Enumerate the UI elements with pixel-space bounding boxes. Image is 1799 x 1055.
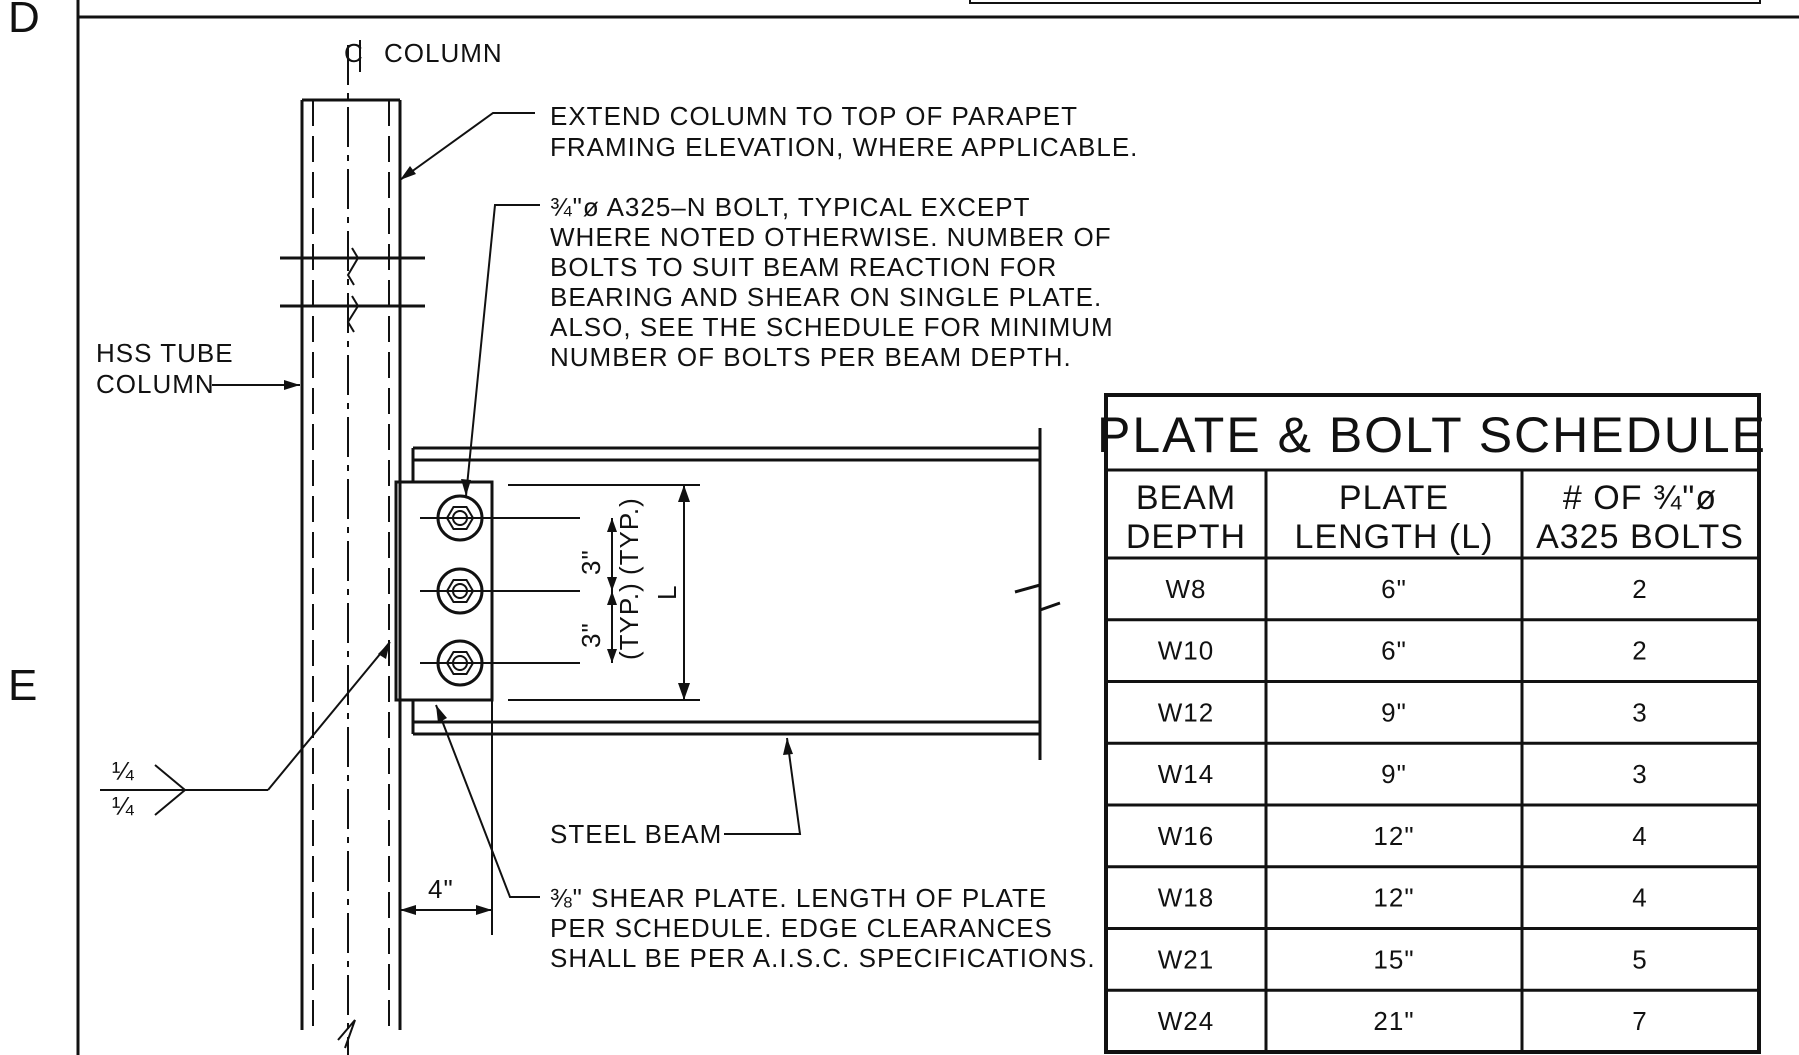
header-beam-line-2: DEPTH xyxy=(1126,518,1246,556)
extend-column-leader xyxy=(399,112,535,181)
shear-plate-line-2: PER SCHEDULE. EDGE CLEARANCES xyxy=(550,913,1053,943)
bolt-note-line-2: WHERE NOTED OTHERWISE. NUMBER OF xyxy=(550,222,1112,252)
header-plate-line-1: PLATE xyxy=(1339,479,1449,517)
bolt-top xyxy=(436,494,484,542)
bolt-middle xyxy=(436,567,484,615)
plate-length-dimension xyxy=(508,484,700,701)
hss-label-line-1: HSS TUBE xyxy=(96,338,234,368)
bolt-count-cell: 4 xyxy=(1632,821,1647,851)
plate-length-cell: 6" xyxy=(1381,574,1407,604)
bolt-bottom xyxy=(436,639,484,687)
plate-length-cell: 12" xyxy=(1373,883,1414,913)
bolt-count-cell: 3 xyxy=(1632,697,1647,727)
bolt-count-cell: 7 xyxy=(1632,1006,1647,1036)
centerline-symbol: C xyxy=(344,38,364,72)
svg-text:C: C xyxy=(344,38,364,68)
extend-column-line-2: FRAMING ELEVATION, WHERE APPLICABLE. xyxy=(550,132,1138,162)
plate-length-cell: 6" xyxy=(1381,636,1407,666)
header-bolts-line-2: A325 BOLTS xyxy=(1536,518,1744,556)
header-plate-line-2: LENGTH (L) xyxy=(1295,518,1494,556)
title-block-edge xyxy=(969,0,1761,4)
bolt-count-cell: 5 xyxy=(1632,944,1647,974)
bolt-note-line-4: BEARING AND SHEAR ON SINGLE PLATE. xyxy=(550,282,1102,312)
spacing-lower: 3" xyxy=(576,622,606,648)
beam-depth-cell: W10 xyxy=(1158,636,1214,666)
beam-break-symbol xyxy=(1014,583,1061,613)
hss-column xyxy=(280,45,425,1055)
weld-size-upper: ¼ xyxy=(112,756,135,786)
grid-label-e: E xyxy=(8,661,37,710)
beam-depth-cell: W14 xyxy=(1158,759,1214,789)
schedule-title: PLATE & BOLT SCHEDULE xyxy=(1097,407,1767,463)
beam-depth-cell: W21 xyxy=(1158,944,1214,974)
bolt-count-cell: 2 xyxy=(1632,574,1647,604)
plate-length-cell: 15" xyxy=(1373,944,1414,974)
hss-label-line-2: COLUMN xyxy=(96,369,215,399)
column-centerline-label: COLUMN xyxy=(384,38,503,68)
steel-beam-label: STEEL BEAM xyxy=(550,819,722,849)
grid-label-d: D xyxy=(8,0,40,42)
edge-distance-label: 4" xyxy=(428,874,454,904)
plate-length-cell: 9" xyxy=(1381,697,1407,727)
bolt-spacing-dimension xyxy=(607,518,617,663)
bolt-note-line-3: BOLTS TO SUIT BEAM REACTION FOR xyxy=(550,252,1057,282)
bolt-note-line-1: ¾"ø A325–N BOLT, TYPICAL EXCEPT xyxy=(550,192,1031,222)
plate-bolt-schedule: PLATE & BOLT SCHEDULE BEAM DEPTH PLATE L… xyxy=(1097,393,1767,1054)
bolts xyxy=(420,517,580,664)
plate-length-cell: 21" xyxy=(1373,1006,1414,1036)
weld-symbol xyxy=(100,641,391,816)
shear-plate-line-3: SHALL BE PER A.I.S.C. SPECIFICATIONS. xyxy=(550,943,1096,973)
header-beam-line-1: BEAM xyxy=(1136,479,1236,517)
plate-length-cell: 12" xyxy=(1373,821,1414,851)
shear-plate-line-1: ⅜" SHEAR PLATE. LENGTH OF PLATE xyxy=(550,883,1047,913)
header-bolts-line-1: # OF ¾"ø xyxy=(1563,479,1717,517)
bolt-note-line-5: ALSO, SEE THE SCHEDULE FOR MINIMUM xyxy=(550,312,1114,342)
bolt-count-cell: 4 xyxy=(1632,883,1647,913)
steel-beam-leader xyxy=(724,737,802,835)
extend-column-line-1: EXTEND COLUMN TO TOP OF PARAPET xyxy=(550,101,1078,131)
beam-depth-cell: W12 xyxy=(1158,697,1214,727)
bolt-note-line-6: NUMBER OF BOLTS PER BEAM DEPTH. xyxy=(550,342,1072,372)
steel-beam xyxy=(411,428,1061,760)
spacing-lower-typ: (TYP.) xyxy=(614,582,644,660)
bolt-note-leader xyxy=(465,204,540,497)
beam-depth-cell: W8 xyxy=(1166,574,1207,604)
spacing-upper-typ: (TYP.) xyxy=(614,497,644,575)
weld-size-lower: ¼ xyxy=(112,791,135,821)
beam-depth-cell: W24 xyxy=(1158,1006,1214,1036)
beam-depth-cell: W18 xyxy=(1158,883,1214,913)
spacing-upper: 3" xyxy=(576,549,606,575)
beam-depth-cell: W16 xyxy=(1158,821,1214,851)
bolt-count-cell: 3 xyxy=(1632,759,1647,789)
bolt-count-cell: 2 xyxy=(1632,636,1647,666)
edge-distance-dimension xyxy=(400,700,493,935)
plate-length-label: L xyxy=(652,585,682,600)
shear-plate-leader xyxy=(435,704,540,898)
plate-length-cell: 9" xyxy=(1381,759,1407,789)
